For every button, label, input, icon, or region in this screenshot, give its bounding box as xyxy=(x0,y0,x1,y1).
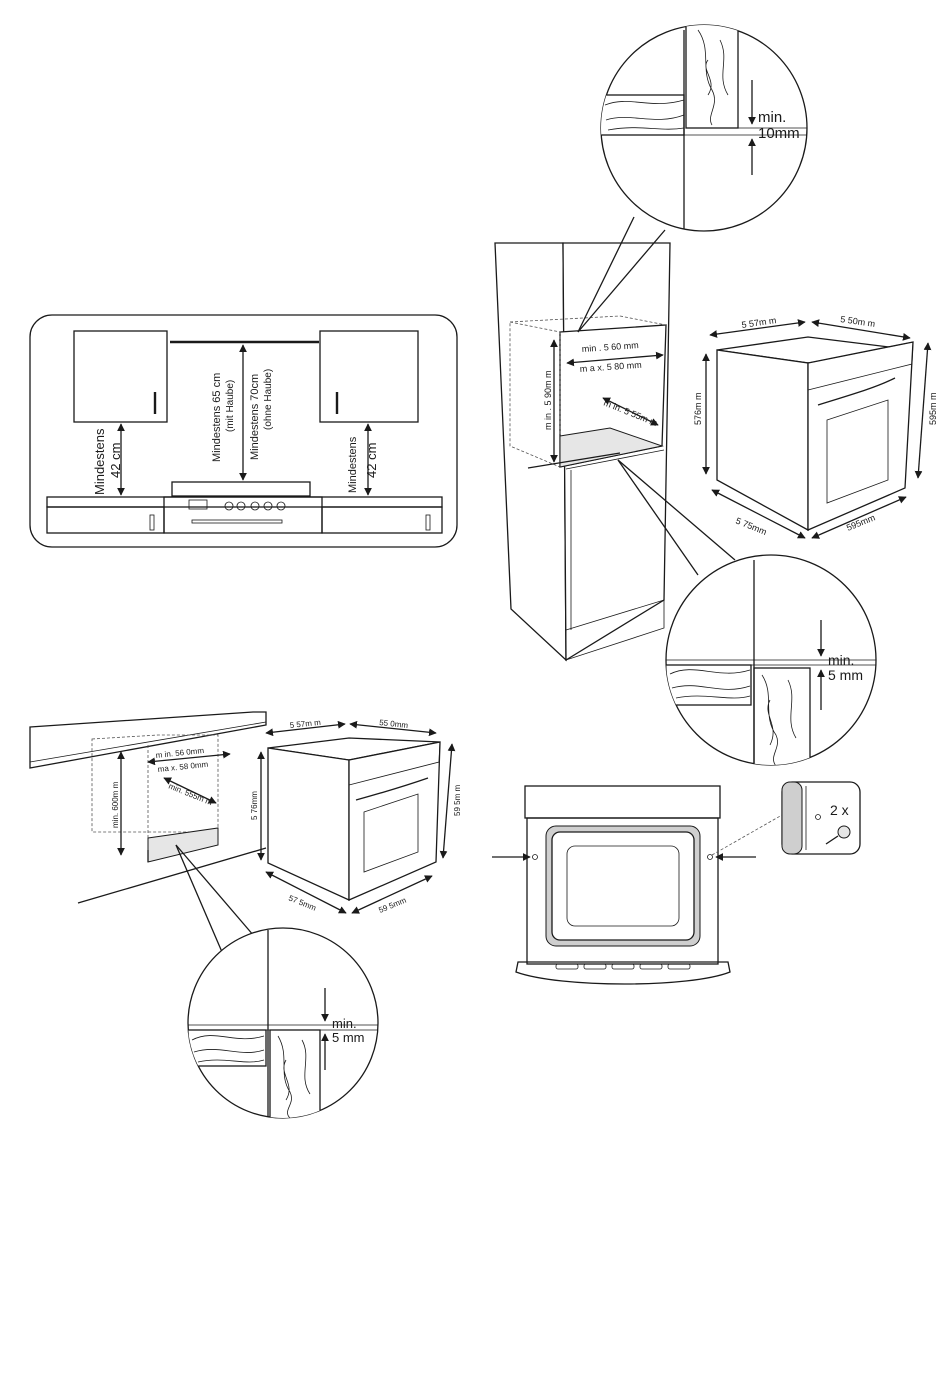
oven-height-front: 595m m xyxy=(928,392,938,425)
niche-height-min: min. 600m m xyxy=(111,781,120,828)
vent-slots xyxy=(555,963,691,970)
dimension-arrow xyxy=(711,489,806,539)
oven-top-panel xyxy=(524,785,721,819)
detail-gap-label: min. xyxy=(828,652,854,668)
oven-base xyxy=(515,961,731,985)
worktop xyxy=(29,711,267,769)
plinth xyxy=(565,599,665,661)
base-unit-left xyxy=(46,506,165,534)
detail-gap-value: 5 mm xyxy=(828,667,863,683)
oven-depth-front: 5 50m m xyxy=(840,314,876,329)
dimension-arrow xyxy=(811,319,911,341)
tall-cabinet-side xyxy=(494,242,567,662)
oven-control-strip xyxy=(348,741,441,786)
detail-gap-value: 10mm xyxy=(758,125,800,142)
base-unit-handle xyxy=(425,514,431,531)
oven-side xyxy=(267,747,350,902)
hood-clearance-label: Mindestens 65 cm xyxy=(211,373,223,462)
oven-window xyxy=(363,793,419,873)
detail-circle-bottom: min. 5 mm xyxy=(187,927,379,1119)
base-unit-handle xyxy=(149,514,155,531)
niche-dashed xyxy=(91,734,219,833)
detail-gap-label: min. xyxy=(332,1016,357,1031)
fixing-panel: 2 x xyxy=(492,781,861,985)
oven-height-body: 576m m xyxy=(693,392,703,425)
screw-hole-right xyxy=(707,854,713,860)
oven-door-inner xyxy=(551,831,695,941)
detail-gap-value: 5 mm xyxy=(332,1030,365,1045)
dimension-arrow xyxy=(163,777,217,804)
hood-clearance-note: (mit Haube) xyxy=(225,380,236,432)
dimension-arrow xyxy=(566,351,664,367)
tall-unit-panel: min . 5 60 mm m a x. 5 80 mm m in . 5 90… xyxy=(494,24,808,662)
niche-height-min: m in . 5 90m m xyxy=(543,370,553,430)
screw-hole xyxy=(815,814,821,820)
dimension-arrow xyxy=(265,871,347,914)
oven-depth-front: 55 0mm xyxy=(379,718,409,730)
dimension-arrow xyxy=(265,720,346,737)
no-hood-clearance-note: (ohne Haube) xyxy=(263,369,274,430)
undercounter-panel: m in. 56 0mm ma x. 58 0mm min. 555m m mi… xyxy=(29,711,462,1119)
niche-floor xyxy=(147,827,219,863)
right-clearance-value: 42 cm xyxy=(364,443,379,478)
worktop xyxy=(46,496,443,508)
dimension-arrow xyxy=(439,743,456,859)
oven-height-front: 59 5m m xyxy=(453,785,462,816)
dimension-arrow xyxy=(811,496,907,539)
wall-cabinet-right xyxy=(319,330,419,423)
screw-icon xyxy=(825,825,851,845)
oven-width-body: 5 75mm xyxy=(734,516,768,537)
niche-width-min: min . 5 60 mm xyxy=(581,340,639,354)
oven-front xyxy=(807,341,914,531)
hob xyxy=(171,481,311,497)
no-hood-clearance-label: Mindestens 70cm xyxy=(249,374,261,460)
detail-gap-label: min. xyxy=(758,109,786,126)
oven-depth-body: 5 57m m xyxy=(741,315,777,330)
oven-display xyxy=(188,499,208,510)
detail-circle-top: min. 10mm xyxy=(600,24,808,232)
screw-hole-left xyxy=(532,854,538,860)
oven-window xyxy=(566,845,680,927)
niche-depth-min: min. 555m m xyxy=(167,782,214,808)
oven-height-body: 5 76mm xyxy=(250,791,259,820)
screw-count: 2 x xyxy=(830,802,849,818)
niche-width-max: m a x. 5 80 mm xyxy=(579,360,642,374)
oven-width-front: 595mm xyxy=(845,512,877,533)
oven-handle xyxy=(191,519,283,524)
niche-floor xyxy=(559,427,664,468)
wall-cabinet-left xyxy=(73,330,168,423)
hob-clearance-panel: Mindestens 42 cm Mindestens 65 cm (mit H… xyxy=(29,314,458,548)
oven-depth-body: 5 57m m xyxy=(289,718,321,730)
base-unit-right xyxy=(321,506,443,534)
dimension-arrow xyxy=(147,750,231,766)
left-clearance-value: 42 cm xyxy=(108,443,123,478)
panel-frame xyxy=(29,314,458,548)
oven-control-strip xyxy=(807,341,914,391)
dimension-arrow xyxy=(349,720,437,737)
dimension-arrow xyxy=(351,875,433,914)
detail-circle-right: min. 5 mm xyxy=(665,554,877,766)
dimension-arrow xyxy=(709,319,806,338)
left-clearance-label: Mindestens xyxy=(92,428,107,495)
control-knobs xyxy=(224,501,286,511)
oven-handle xyxy=(355,777,429,801)
oven-window xyxy=(826,399,889,504)
oven-dimensions-panel: 5 57m m 5 50m m 576m m 595m m 5 75mm 595… xyxy=(665,314,938,766)
dimension-arrow xyxy=(914,342,932,479)
dimension-arrow xyxy=(602,397,659,426)
oven-handle xyxy=(817,377,896,406)
niche-width-min: m in. 56 0mm xyxy=(155,746,204,760)
oven-side xyxy=(716,349,809,532)
right-clearance-label: Mindestens xyxy=(347,436,359,493)
oven-front xyxy=(348,741,441,901)
niche-width-max: ma x. 58 0mm xyxy=(157,760,209,774)
